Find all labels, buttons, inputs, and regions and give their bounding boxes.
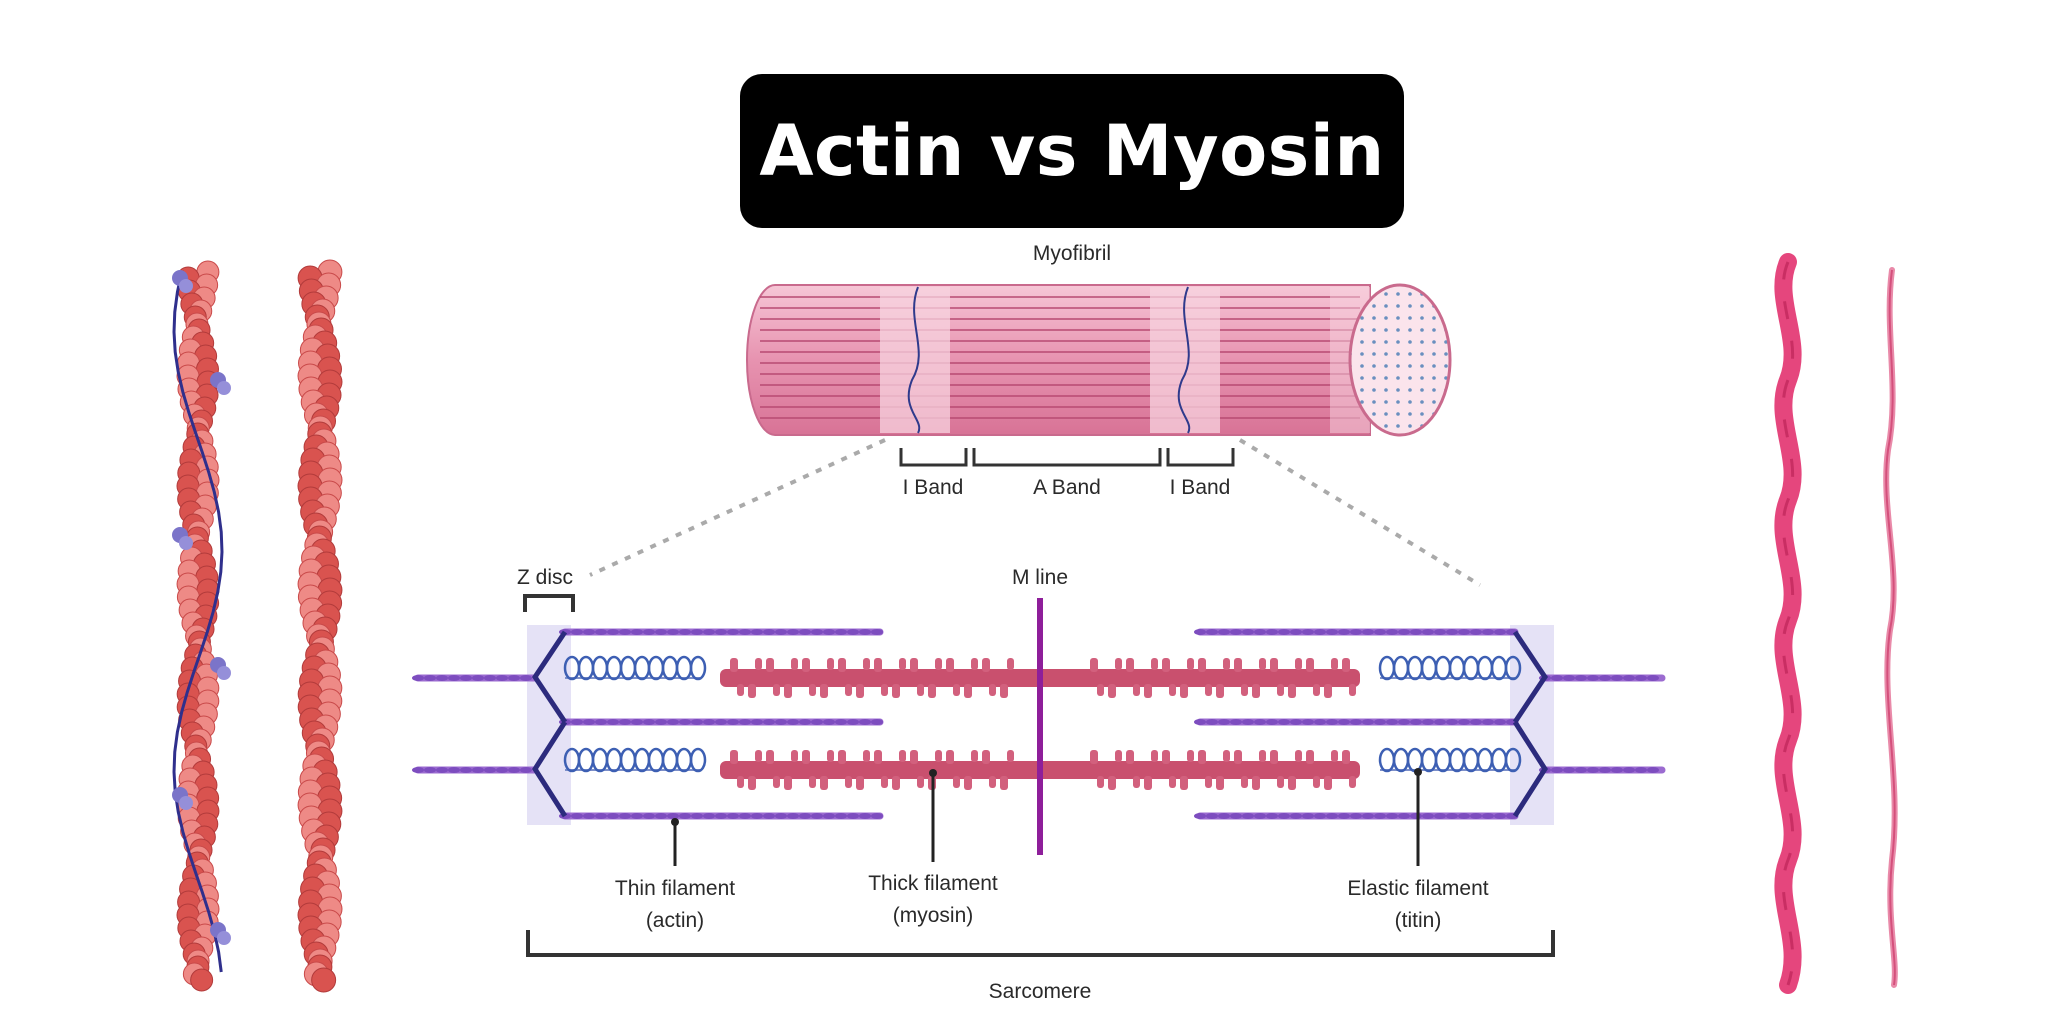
thin-strand-right-core (1885, 269, 1896, 986)
m-line-label: M line (1012, 566, 1068, 589)
elastic-filament-label: Elastic filament (1347, 877, 1488, 900)
i-band-bracket-left (899, 448, 968, 467)
elastic-filament-sublabel: (titin) (1395, 909, 1442, 932)
myofibril-cross-section (1348, 283, 1452, 437)
zoom-guide-left (589, 438, 886, 577)
f-actin-strand (297, 259, 343, 993)
a-band-bracket (972, 448, 1162, 467)
thick-filament-label: Thick filament (868, 872, 998, 895)
thin-filament-label: Thin filament (615, 877, 735, 900)
sarcomere-bracket (526, 930, 1555, 957)
i-band-bracket-right (1166, 448, 1235, 467)
a-band-label: A Band (1033, 476, 1101, 499)
i-band-label-left: I Band (903, 476, 964, 499)
i-band-label-right: I Band (1170, 476, 1231, 499)
title-banner: Actin vs Myosin (740, 74, 1404, 228)
actin-tropomyosin-strand (172, 260, 231, 992)
thick-filament-sublabel: (myosin) (893, 904, 974, 927)
thin-filament-sublabel: (actin) (646, 909, 704, 932)
z-disc-label: Z disc (517, 566, 573, 589)
myosin-rod-highlight (1782, 261, 1794, 986)
page-title: Actin vs Myosin (759, 110, 1385, 192)
z-disc-bracket (523, 594, 575, 612)
myofibril-label: Myofibril (1033, 242, 1111, 265)
myofibril-cylinder (746, 283, 1452, 437)
sarcomere-label: Sarcomere (989, 980, 1092, 1003)
zoom-guide-right (1238, 438, 1482, 587)
